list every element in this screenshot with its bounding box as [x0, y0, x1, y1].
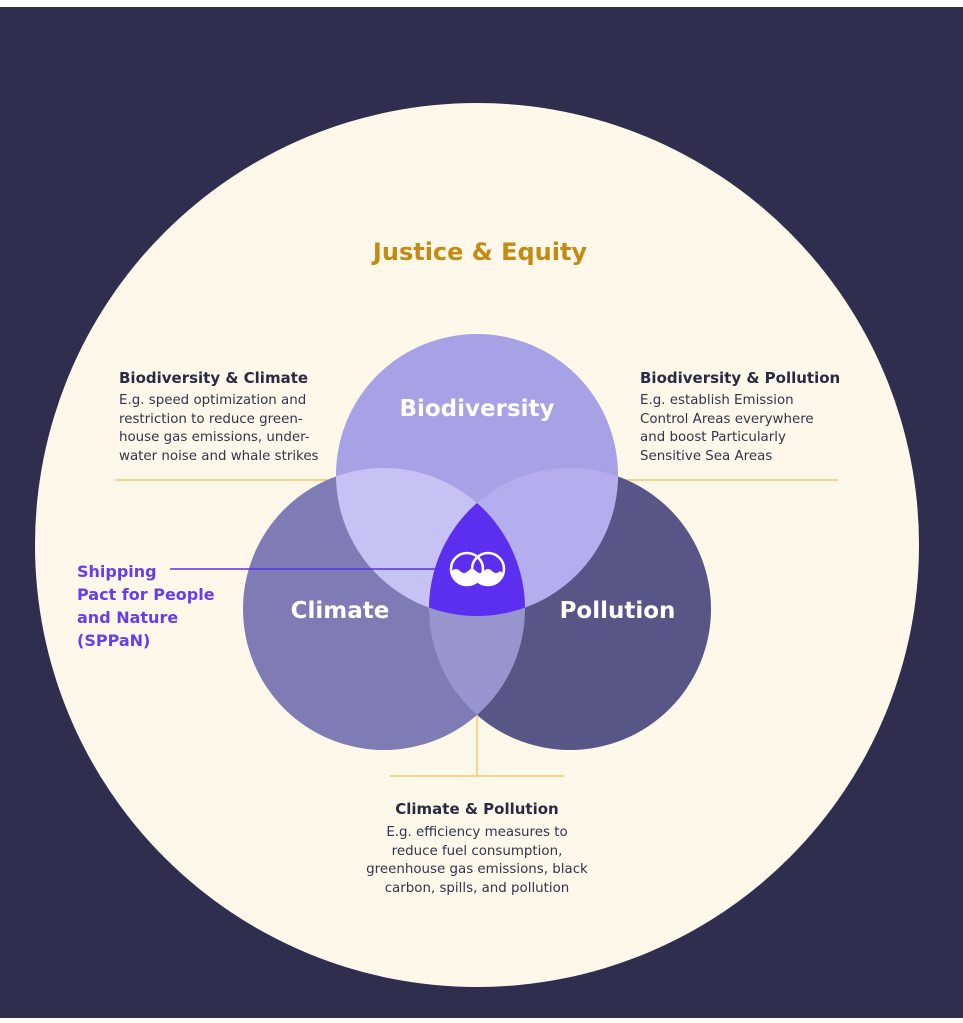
biodiversity-label: Biodiversity: [399, 396, 555, 422]
sppan-label-line: Pact for People: [77, 585, 215, 604]
description-line: Control Areas everywhere: [640, 411, 814, 427]
description-line: E.g. establish Emission: [640, 393, 794, 408]
biodiversity-pollution-heading: Biodiversity & Pollution: [640, 369, 841, 387]
climate-label: Climate: [290, 598, 390, 624]
biodiversity-climate-description: E.g. speed optimization and restriction …: [119, 392, 349, 466]
biodiversity-climate-heading: Biodiversity & Climate: [119, 369, 309, 387]
pollution-label: Pollution: [559, 598, 676, 624]
biodiversity-pollution-description: E.g. establish Emission Control Areas ev…: [640, 392, 860, 466]
description-line: and boost Particularly: [640, 430, 786, 445]
description-line: restriction to reduce green-: [119, 411, 303, 427]
sppan-center-region: [429, 468, 525, 616]
sppan-label-line: and Nature: [77, 608, 179, 627]
description-line: house gas emissions, under-: [119, 430, 310, 445]
description-line: E.g. speed optimization and: [119, 393, 307, 408]
climate-pollution-description: E.g. efficiency measures to reduce fuel …: [347, 824, 607, 898]
sppan-logo-icon: [449, 551, 506, 587]
description-line: Sensitive Sea Areas: [640, 448, 773, 464]
description-line: carbon, spills, and pollution: [384, 880, 570, 896]
sppan-label: Shipping Pact for People and Nature (SPP…: [77, 560, 227, 652]
sppan-label-line: (SPPaN): [77, 631, 151, 650]
description-line: reduce fuel consumption,: [391, 843, 563, 859]
climate-pollution-heading: Climate & Pollution: [395, 800, 559, 818]
description-line: water noise and whale strikes: [119, 448, 319, 464]
description-line: greenhouse gas emissions, black: [366, 862, 588, 877]
description-line: E.g. efficiency measures to: [386, 825, 568, 840]
justice-equity-title: Justice & Equity: [372, 238, 588, 266]
sppan-label-line: Shipping: [77, 562, 157, 581]
